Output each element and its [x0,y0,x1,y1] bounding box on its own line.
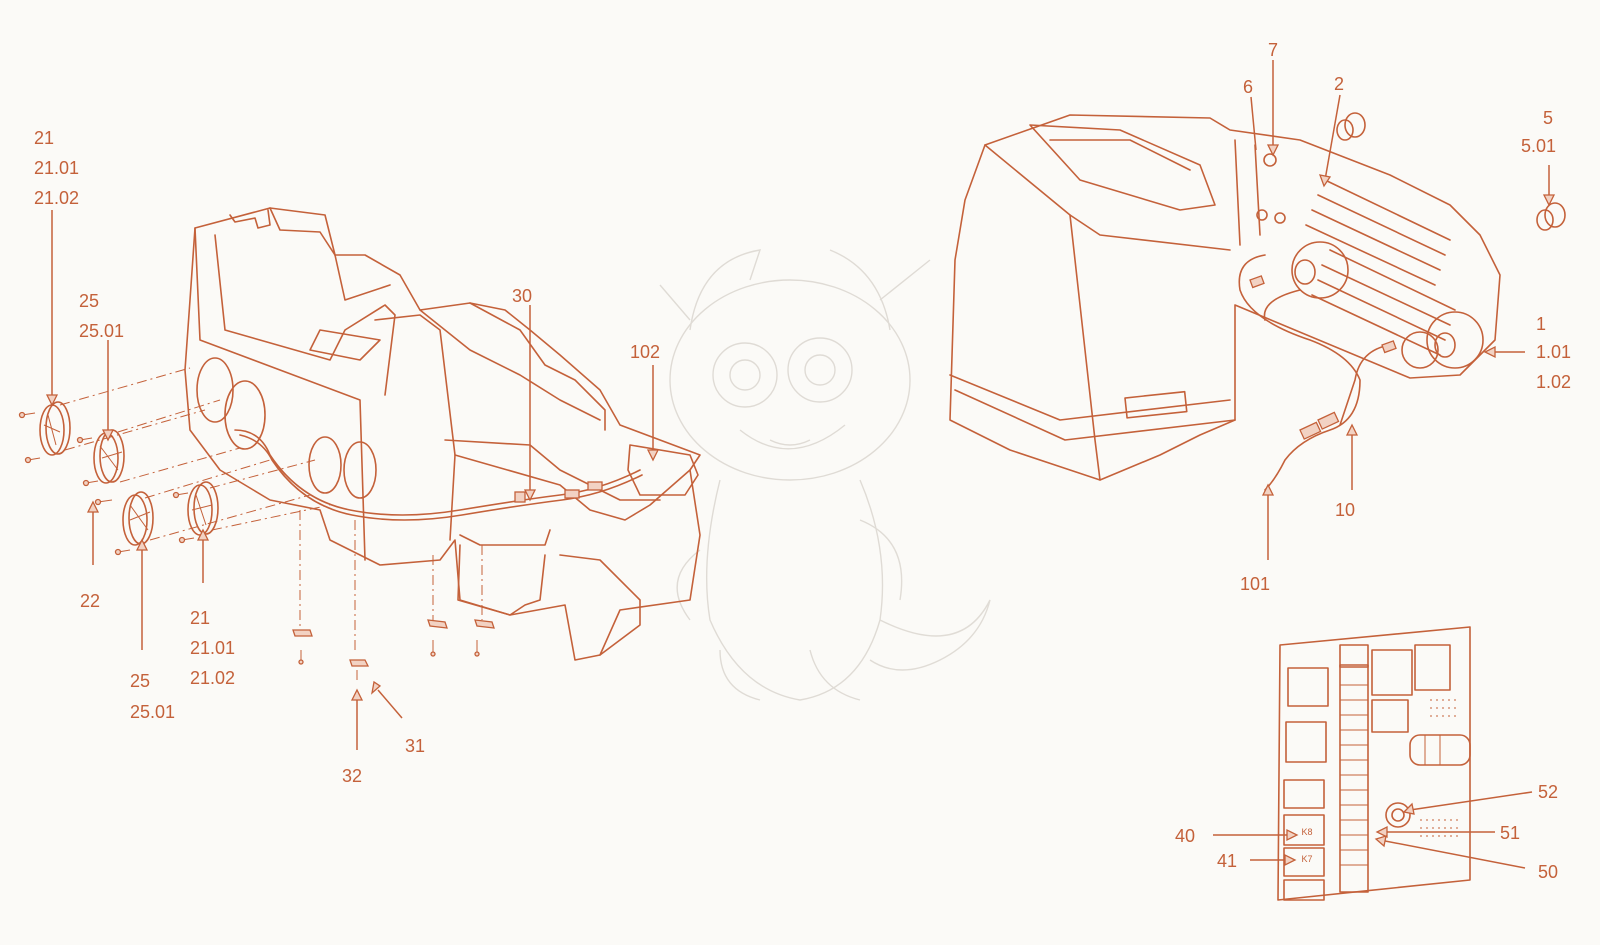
circuit-board: K8 K7 [1277,626,1471,901]
lamp-25-lower [122,491,154,546]
callout-1: 1 [1536,314,1546,334]
lamp-21-upper [39,401,71,456]
callout-32: 32 [342,766,362,786]
callout-25-01: 25.01 [79,321,124,341]
dragon-watermark-icon [659,249,991,701]
callout-1-01: 1.01 [1536,342,1571,362]
callout-5: 5 [1543,108,1553,128]
left-leader-lines [45,210,660,750]
right-top-callout-labels: 7 6 2 5 5.01 1 1.01 1.02 10 101 [1240,40,1571,594]
callout-21: 21 [34,128,54,148]
relay-k7-label: K7 [1301,854,1312,864]
callout-21-lower: 21 [190,608,210,628]
callout-52: 52 [1538,782,1558,802]
callout-30: 30 [512,286,532,306]
callout-25-01-lower: 25.01 [130,702,175,722]
callout-2: 2 [1334,74,1344,94]
callout-50: 50 [1538,862,1558,882]
callout-10: 10 [1335,500,1355,520]
relay-k8-label: K8 [1301,827,1312,837]
callout-25-lower: 25 [130,671,150,691]
right-top-leader-lines [1250,60,1556,560]
board-callout-labels: 52 51 50 40 41 [1175,782,1558,882]
callout-40: 40 [1175,826,1195,846]
lamp-21-lower [187,481,219,536]
board-leader-lines [1213,791,1533,869]
callout-6: 6 [1243,77,1253,97]
callout-102: 102 [630,342,660,362]
right-cover-assembly [949,112,1566,491]
callout-25: 25 [79,291,99,311]
cap-top [1336,112,1366,141]
callout-5-01: 5.01 [1521,136,1556,156]
callout-101: 101 [1240,574,1270,594]
callout-51: 51 [1500,823,1520,843]
callout-31: 31 [405,736,425,756]
callout-21-02: 21.02 [34,188,79,208]
cap-5 [1536,202,1566,231]
left-housing-assembly [184,207,701,661]
callout-41: 41 [1217,851,1237,871]
callout-22: 22 [80,591,100,611]
callout-21-01-lower: 21.01 [190,638,235,658]
callout-1-02: 1.02 [1536,372,1571,392]
callout-21-01: 21.01 [34,158,79,178]
callout-21-02-lower: 21.02 [190,668,235,688]
callout-7: 7 [1268,40,1278,60]
left-lamp-parts [18,367,495,680]
left-callout-labels: 21 21.01 21.02 25 25.01 22 21 21.01 21.0… [34,128,660,786]
